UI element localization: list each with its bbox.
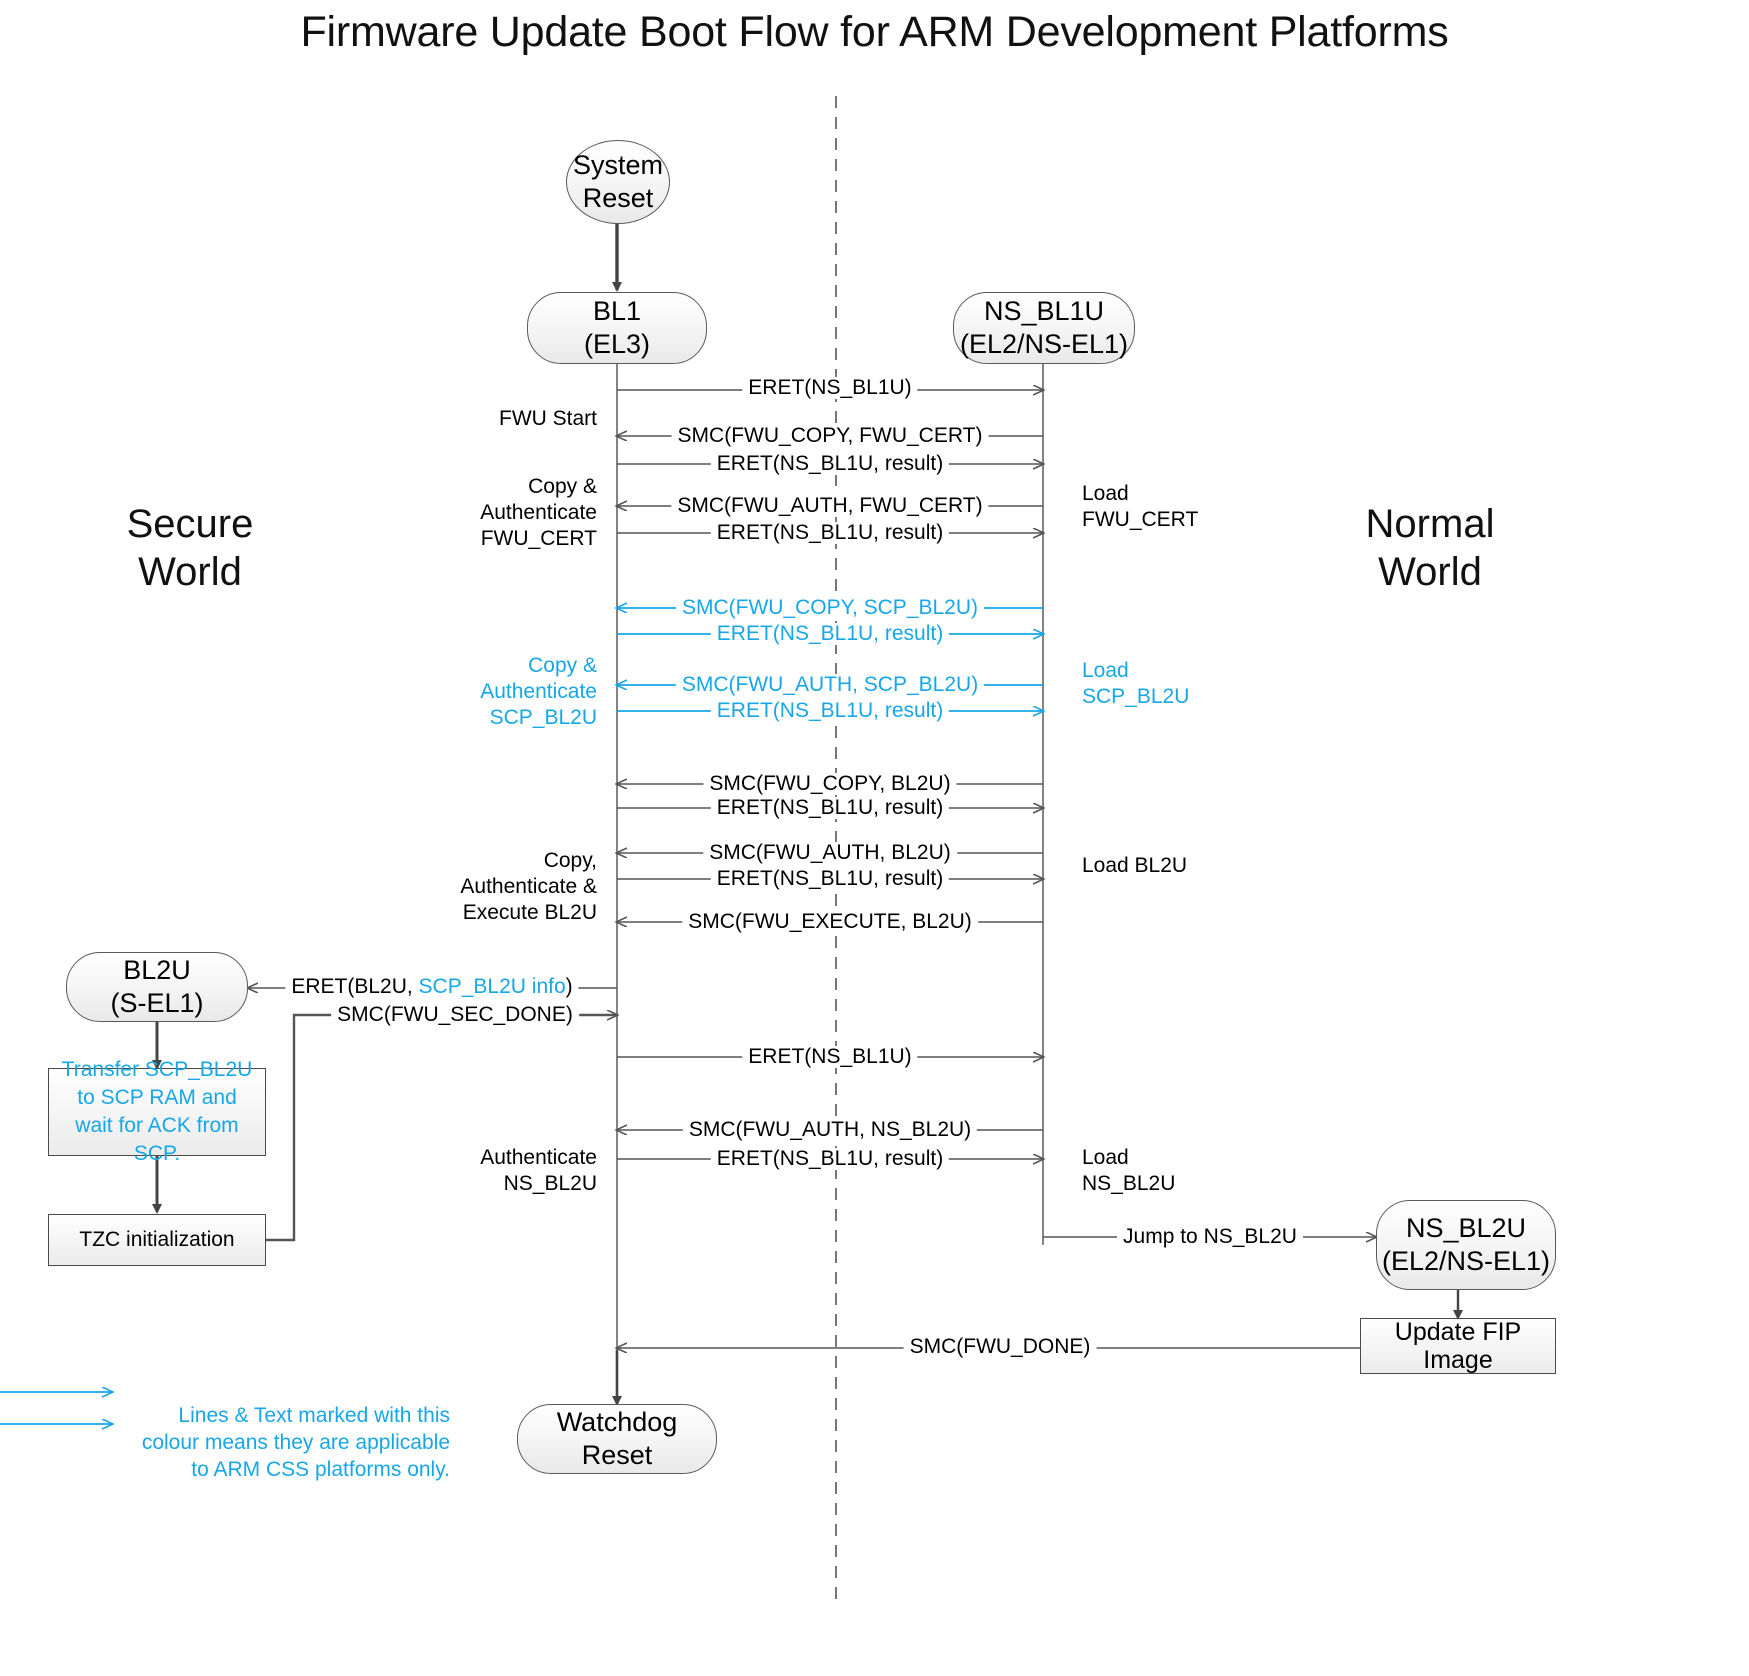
message-label-m6: SMC(FWU_COPY, SCP_BL2U) — [675, 597, 985, 619]
node-ns-bl2u-line2: (EL2/NS-EL1) — [1381, 1246, 1551, 1276]
node-ns-bl1u-line2: (EL2/NS-EL1) — [959, 329, 1129, 359]
annotation-copy-auth-fwu-cert: Copy & Authenticate FWU_CERT — [480, 475, 597, 550]
annotation-load-scp-bl2u: Load SCP_BL2U — [1082, 659, 1190, 708]
node-bl1-line1: BL1 — [592, 296, 642, 326]
node-watchdog-reset[interactable]: Watchdog Reset — [517, 1404, 717, 1474]
eret-bl2u-highlight: SCP_BL2U info — [418, 975, 566, 998]
node-ns-bl1u[interactable]: NS_BL1U (EL2/NS-EL1) — [953, 292, 1135, 364]
process-box-update-fip-image: Update FIP Image — [1360, 1318, 1556, 1374]
message-label-m13: ERET(NS_BL1U, result) — [710, 868, 950, 890]
node-ns-bl1u-line1: NS_BL1U — [983, 296, 1105, 326]
secure-world-label: Secure World — [126, 502, 254, 594]
node-ns-bl2u[interactable]: NS_BL2U (EL2/NS-EL1) — [1376, 1200, 1556, 1290]
message-label-m7: ERET(NS_BL1U, result) — [710, 623, 950, 645]
message-label-m8: SMC(FWU_AUTH, SCP_BL2U) — [675, 674, 985, 696]
node-system-reset[interactable]: System Reset — [566, 140, 670, 224]
message-label-m16: ERET(NS_BL1U) — [742, 1046, 918, 1068]
normal-world-label: Normal World — [1365, 502, 1495, 594]
message-label-m2: SMC(FWU_COPY, FWU_CERT) — [671, 425, 989, 447]
message-label-m11: ERET(NS_BL1U, result) — [710, 797, 950, 819]
message-label-m9: ERET(NS_BL1U, result) — [710, 700, 950, 722]
message-label-m4: SMC(FWU_AUTH, FWU_CERT) — [671, 495, 989, 517]
message-label-m10: SMC(FWU_COPY, BL2U) — [703, 773, 957, 795]
message-label-m17: SMC(FWU_AUTH, NS_BL2U) — [682, 1119, 978, 1141]
node-system-reset-line2: Reset — [582, 183, 654, 213]
message-label-m19: Jump to NS_BL2U — [1117, 1226, 1303, 1248]
page-title: Firmware Update Boot Flow for ARM Develo… — [300, 8, 1449, 56]
annotation-fwu-start: FWU Start — [499, 407, 597, 430]
annotation-authenticate-ns-bl2u: Authenticate NS_BL2U — [480, 1146, 597, 1195]
message-label-m14: SMC(FWU_EXECUTE, BL2U) — [682, 911, 978, 933]
annotation-load-ns-bl2u: Load NS_BL2U — [1082, 1146, 1176, 1195]
annotation-load-bl2u: Load BL2U — [1082, 854, 1188, 877]
node-bl2u-line2: (S-EL1) — [110, 988, 204, 1018]
message-label-eret-bl2u: ERET(BL2U, SCP_BL2U info) — [285, 975, 579, 998]
message-label-m1: ERET(NS_BL1U) — [742, 377, 918, 399]
legend-note-text: Lines & Text marked with this colour mea… — [141, 1404, 450, 1481]
node-watchdog-reset-label: Watchdog Reset — [556, 1407, 678, 1470]
process-box-tzc-initialization: TZC initialization — [48, 1214, 266, 1266]
process-box-transfer-scp-bl2u-label: Transfer SCP_BL2U to SCP RAM and wait fo… — [61, 1058, 253, 1165]
legend-note: Lines & Text marked with this colour mea… — [120, 1375, 450, 1483]
annotation-copy-auth-scp-bl2u: Copy & Authenticate SCP_BL2U — [480, 654, 597, 729]
annotation-copy-auth-exec-bl2u: Copy, Authenticate & Execute BL2U — [460, 849, 597, 924]
message-label-m15: SMC(FWU_SEC_DONE) — [331, 1004, 579, 1026]
node-bl2u-line1: BL2U — [123, 955, 191, 985]
node-bl1[interactable]: BL1 (EL3) — [527, 292, 707, 364]
process-box-transfer-scp-bl2u: Transfer SCP_BL2U to SCP RAM and wait fo… — [48, 1058, 266, 1165]
node-bl1-line2: (EL3) — [583, 329, 651, 359]
message-label-m18: ERET(NS_BL1U, result) — [710, 1148, 950, 1170]
message-label-m3: ERET(NS_BL1U, result) — [710, 453, 950, 475]
message-label-m12: SMC(FWU_AUTH, BL2U) — [703, 842, 957, 864]
eret-bl2u-suffix: ) — [565, 975, 573, 998]
message-label-m5: ERET(NS_BL1U, result) — [710, 522, 950, 544]
process-box-update-fip-image-label: Update FIP Image — [1394, 1318, 1522, 1374]
message-label-m20: SMC(FWU_DONE) — [903, 1336, 1097, 1358]
node-system-reset-line1: System — [572, 150, 664, 180]
node-ns-bl2u-line1: NS_BL2U — [1405, 1213, 1527, 1243]
annotation-load-fwu-cert: Load FWU_CERT — [1082, 482, 1199, 531]
eret-bl2u-prefix: ERET(BL2U, — [291, 975, 419, 998]
process-box-tzc-initialization-label: TZC initialization — [79, 1228, 235, 1251]
node-bl2u[interactable]: BL2U (S-EL1) — [66, 952, 248, 1022]
